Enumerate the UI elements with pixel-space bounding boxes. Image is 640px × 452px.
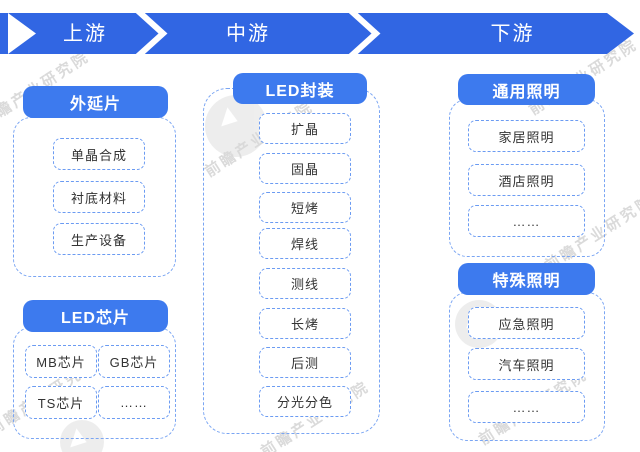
item-box: 应急照明 [468, 307, 585, 339]
item-box: 酒店照明 [468, 164, 585, 196]
arrow-strip [0, 13, 634, 54]
segment-divider-chevron [347, 7, 381, 60]
group-header-led-chip: LED芯片 [23, 300, 168, 332]
banner-segment-downstream: 下游 [490, 23, 535, 45]
item-box: MB芯片 [25, 345, 97, 378]
item-box: 扩晶 [259, 113, 351, 144]
item-box: 单晶合成 [53, 138, 145, 170]
item-box: TS芯片 [25, 386, 97, 419]
banner-segment-upstream: 上游 [63, 23, 107, 45]
item-box: 测线 [259, 268, 351, 299]
watermark-logo-icon [60, 420, 104, 452]
item-box: 长烤 [259, 308, 351, 339]
item-box: 汽车照明 [468, 348, 585, 380]
item-box: 家居照明 [468, 120, 585, 152]
left-chevron-notch [8, 13, 36, 54]
group-header-epitaxial-wafer: 外延片 [23, 86, 168, 118]
banner-segment-midstream: 中游 [226, 23, 270, 45]
item-box: …… [468, 391, 585, 423]
item-box: …… [468, 205, 585, 237]
group-header-general-lighting: 通用照明 [458, 74, 595, 105]
item-box: 衬底材料 [53, 181, 145, 213]
item-box: 后测 [259, 347, 351, 378]
group-header-led-packaging: LED封装 [233, 73, 367, 104]
item-box: 固晶 [259, 153, 351, 184]
panel-led-chip [13, 327, 176, 439]
flow-arrow-banner [0, 7, 634, 60]
item-box: 分光分色 [259, 386, 351, 417]
item-box: 焊线 [259, 228, 351, 259]
item-box: GB芯片 [98, 345, 170, 378]
item-box: 生产设备 [53, 223, 145, 255]
group-header-special-lighting: 特殊照明 [458, 263, 595, 295]
item-box: …… [98, 386, 170, 419]
item-box: 短烤 [259, 192, 351, 223]
segment-divider-chevron [134, 7, 168, 60]
